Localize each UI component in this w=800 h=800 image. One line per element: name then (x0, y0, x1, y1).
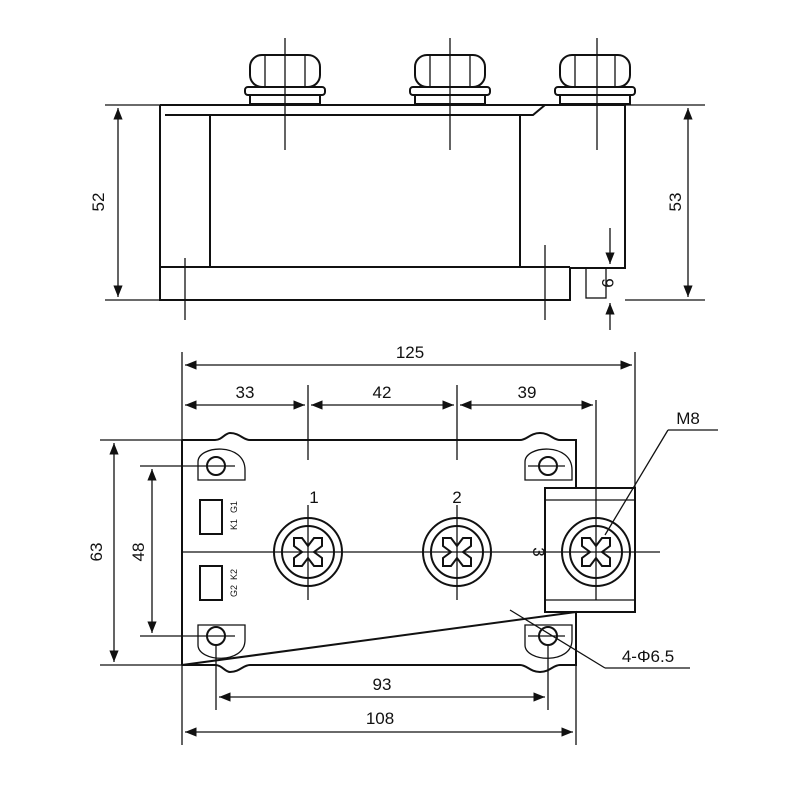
dim-108-label: 108 (366, 709, 394, 728)
screw-terminal-3 (561, 400, 631, 600)
dim-39-label: 39 (518, 383, 537, 402)
holes-label: 4-Φ6.5 (622, 647, 674, 666)
m8-leader (604, 429, 669, 536)
terminal-number-2: 2 (452, 488, 461, 507)
gate-top-label-a: K1 (229, 519, 239, 530)
mounting-hole-top-right (524, 448, 573, 481)
gate-terminal-bottom: G2 K2 (199, 565, 239, 601)
dim-9-label: 9 (598, 278, 617, 287)
dim-63-label: 63 (87, 543, 106, 562)
side-terminal-2 (409, 38, 491, 150)
terminal-3-bracket (544, 487, 636, 613)
dim-52-label: 52 (89, 193, 108, 212)
mounting-hole-bottom-left (140, 624, 246, 659)
terminal-number-1: 1 (309, 488, 318, 507)
mounting-hole-top-left (140, 448, 246, 481)
screw-terminal-1 (273, 505, 343, 600)
gate-bottom-label-a: G2 (229, 585, 239, 597)
side-body-outline (159, 104, 626, 301)
gate-terminal-top: K1 G1 (199, 499, 239, 535)
side-housing (209, 114, 521, 268)
gate-top-label-b: G1 (229, 501, 239, 513)
dim-125-label: 125 (396, 343, 424, 362)
side-view: 52 53 9 (89, 38, 705, 330)
terminal-number-3: 3 (529, 547, 548, 556)
dim-33-label: 33 (236, 383, 255, 402)
screw-terminal-2 (422, 505, 492, 600)
top-view: K1 G1 G2 K2 (87, 343, 718, 745)
dim-42-label: 42 (373, 383, 392, 402)
base-plate-outline (181, 431, 577, 674)
dim-9-box (585, 267, 607, 299)
side-terminal-1 (244, 38, 326, 150)
dim-93-label: 93 (373, 675, 392, 694)
holes-leader (509, 609, 606, 669)
dim-48-label: 48 (129, 543, 148, 562)
gate-bottom-label-b: K2 (229, 569, 239, 580)
m8-label: M8 (676, 409, 700, 428)
dim-53-label: 53 (666, 193, 685, 212)
side-terminal-3 (554, 38, 636, 150)
